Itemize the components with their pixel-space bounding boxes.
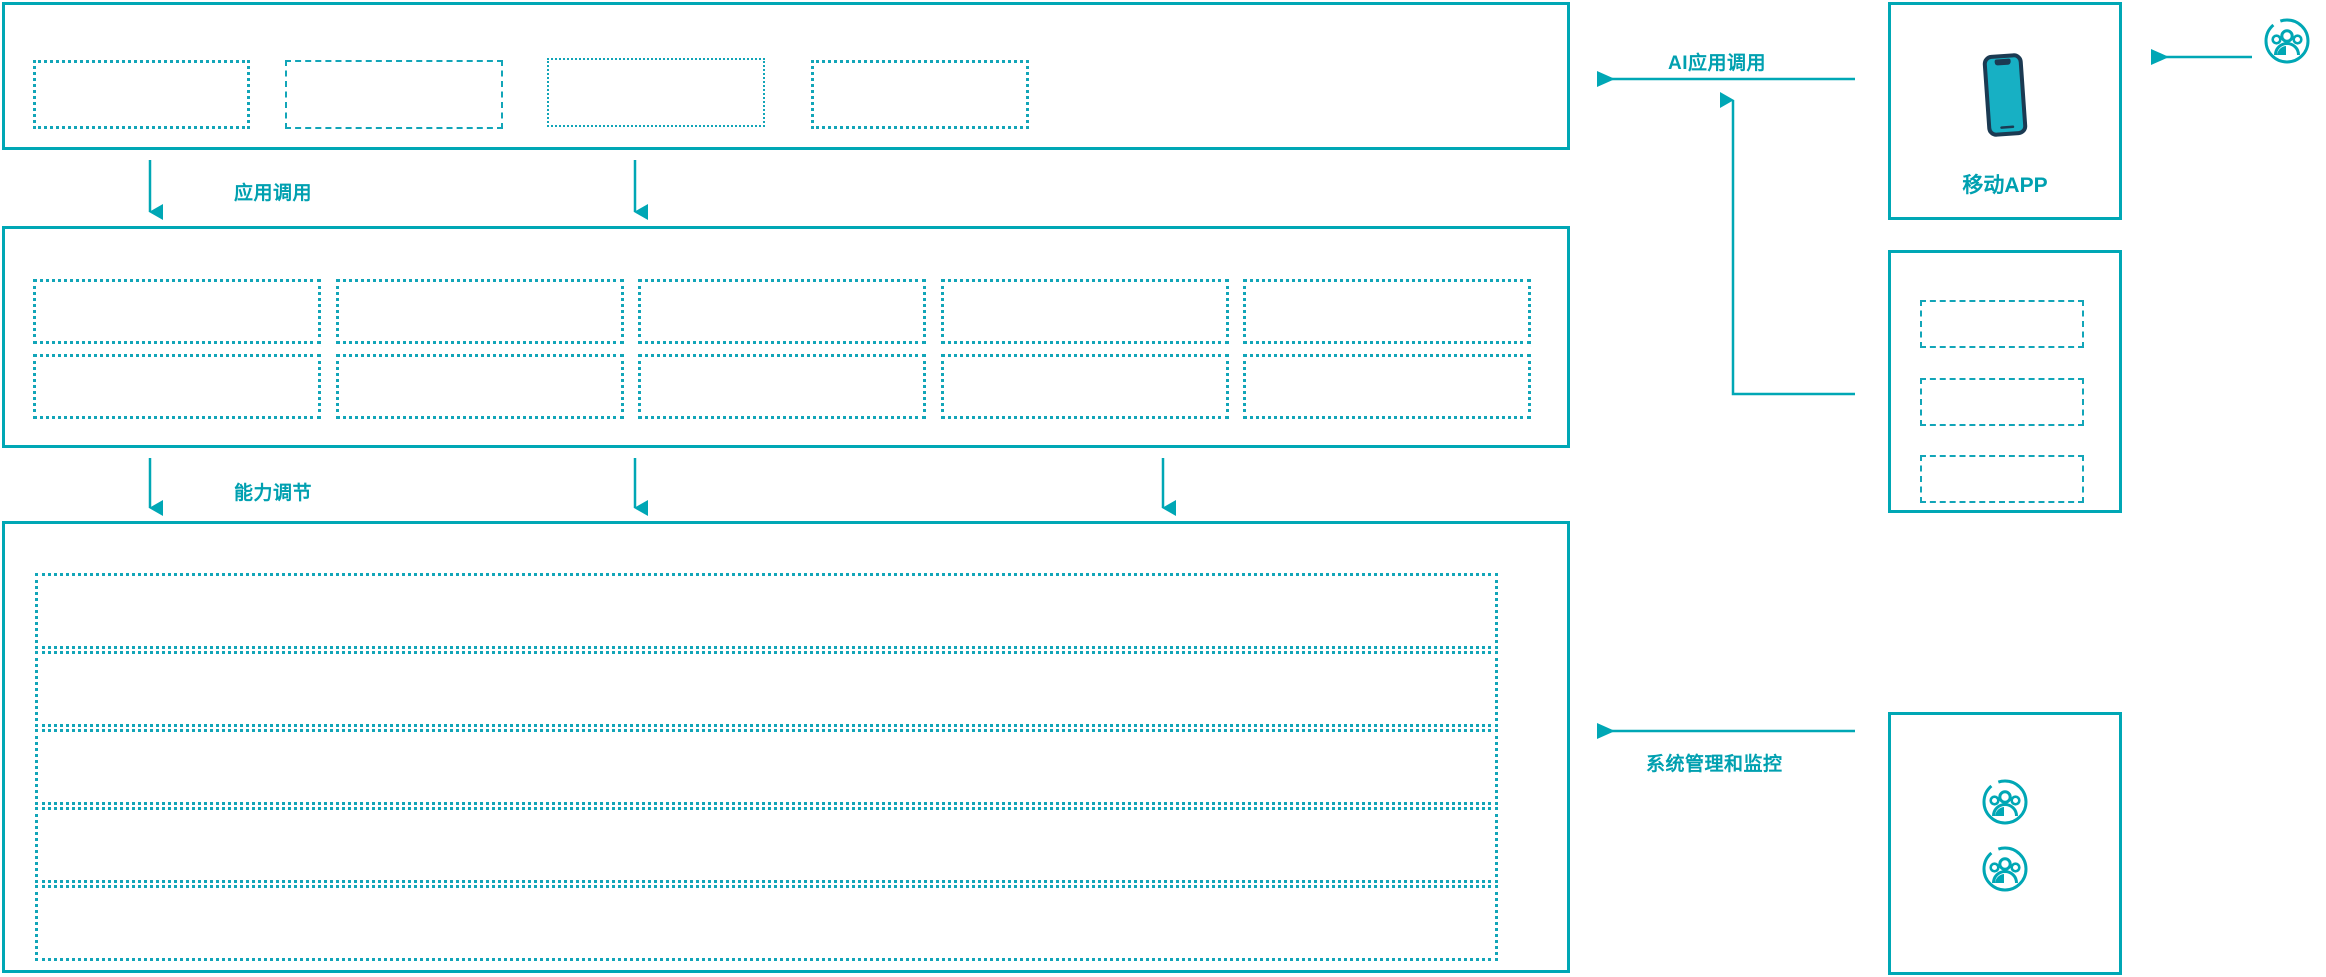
platform-row-3[interactable]: [35, 729, 1498, 805]
platform-row-4[interactable]: [35, 807, 1498, 883]
app-tile-2[interactable]: [285, 60, 503, 129]
console-slot-3[interactable]: [1920, 455, 2084, 503]
cap-cell-4-1[interactable]: [941, 279, 1229, 344]
cap-cell-3-1[interactable]: [638, 279, 926, 344]
operations-actor-1[interactable]: [1981, 778, 2029, 826]
cap-cell-2-1[interactable]: [336, 279, 624, 344]
app-tile-4[interactable]: [811, 60, 1029, 129]
app-tile-3[interactable]: [547, 58, 765, 127]
arrow-console-up: [1720, 92, 1855, 396]
platform-row-2[interactable]: [35, 651, 1498, 727]
platform-layer-panel: [2, 521, 1570, 973]
application-layer-panel: [2, 2, 1570, 150]
cap-cell-3-2[interactable]: [638, 354, 926, 419]
operations-card[interactable]: [1888, 712, 2122, 975]
console-slot-2[interactable]: [1920, 378, 2084, 426]
cap-cell-4-2[interactable]: [941, 354, 1229, 419]
operations-actor-2[interactable]: [1981, 845, 2029, 893]
capability-layer-panel: [2, 226, 1570, 448]
cap-cell-1-2[interactable]: [33, 354, 321, 419]
arrow-app-invoke-label: 应用调用: [234, 183, 313, 204]
arrow-capability-adjust-label: 能力调节: [234, 483, 313, 504]
console-slot-1[interactable]: [1920, 300, 2084, 348]
app-tile-1[interactable]: [33, 60, 250, 129]
platform-row-1[interactable]: [35, 573, 1498, 649]
cap-cell-5-2[interactable]: [1243, 354, 1531, 419]
mobile-phone-icon: [1978, 52, 2032, 138]
cap-cell-1-1[interactable]: [33, 279, 321, 344]
mobile-app-caption: 移动APP: [1962, 174, 2048, 197]
arrow-ai-app-invoke-label: AI应用调用: [1668, 53, 1767, 74]
cap-cell-5-1[interactable]: [1243, 279, 1531, 344]
arrow-system-monitor-label: 系统管理和监控: [1646, 754, 1783, 775]
platform-row-5[interactable]: [35, 885, 1498, 961]
end-user-actor[interactable]: [2263, 17, 2311, 65]
cap-cell-2-2[interactable]: [336, 354, 624, 419]
